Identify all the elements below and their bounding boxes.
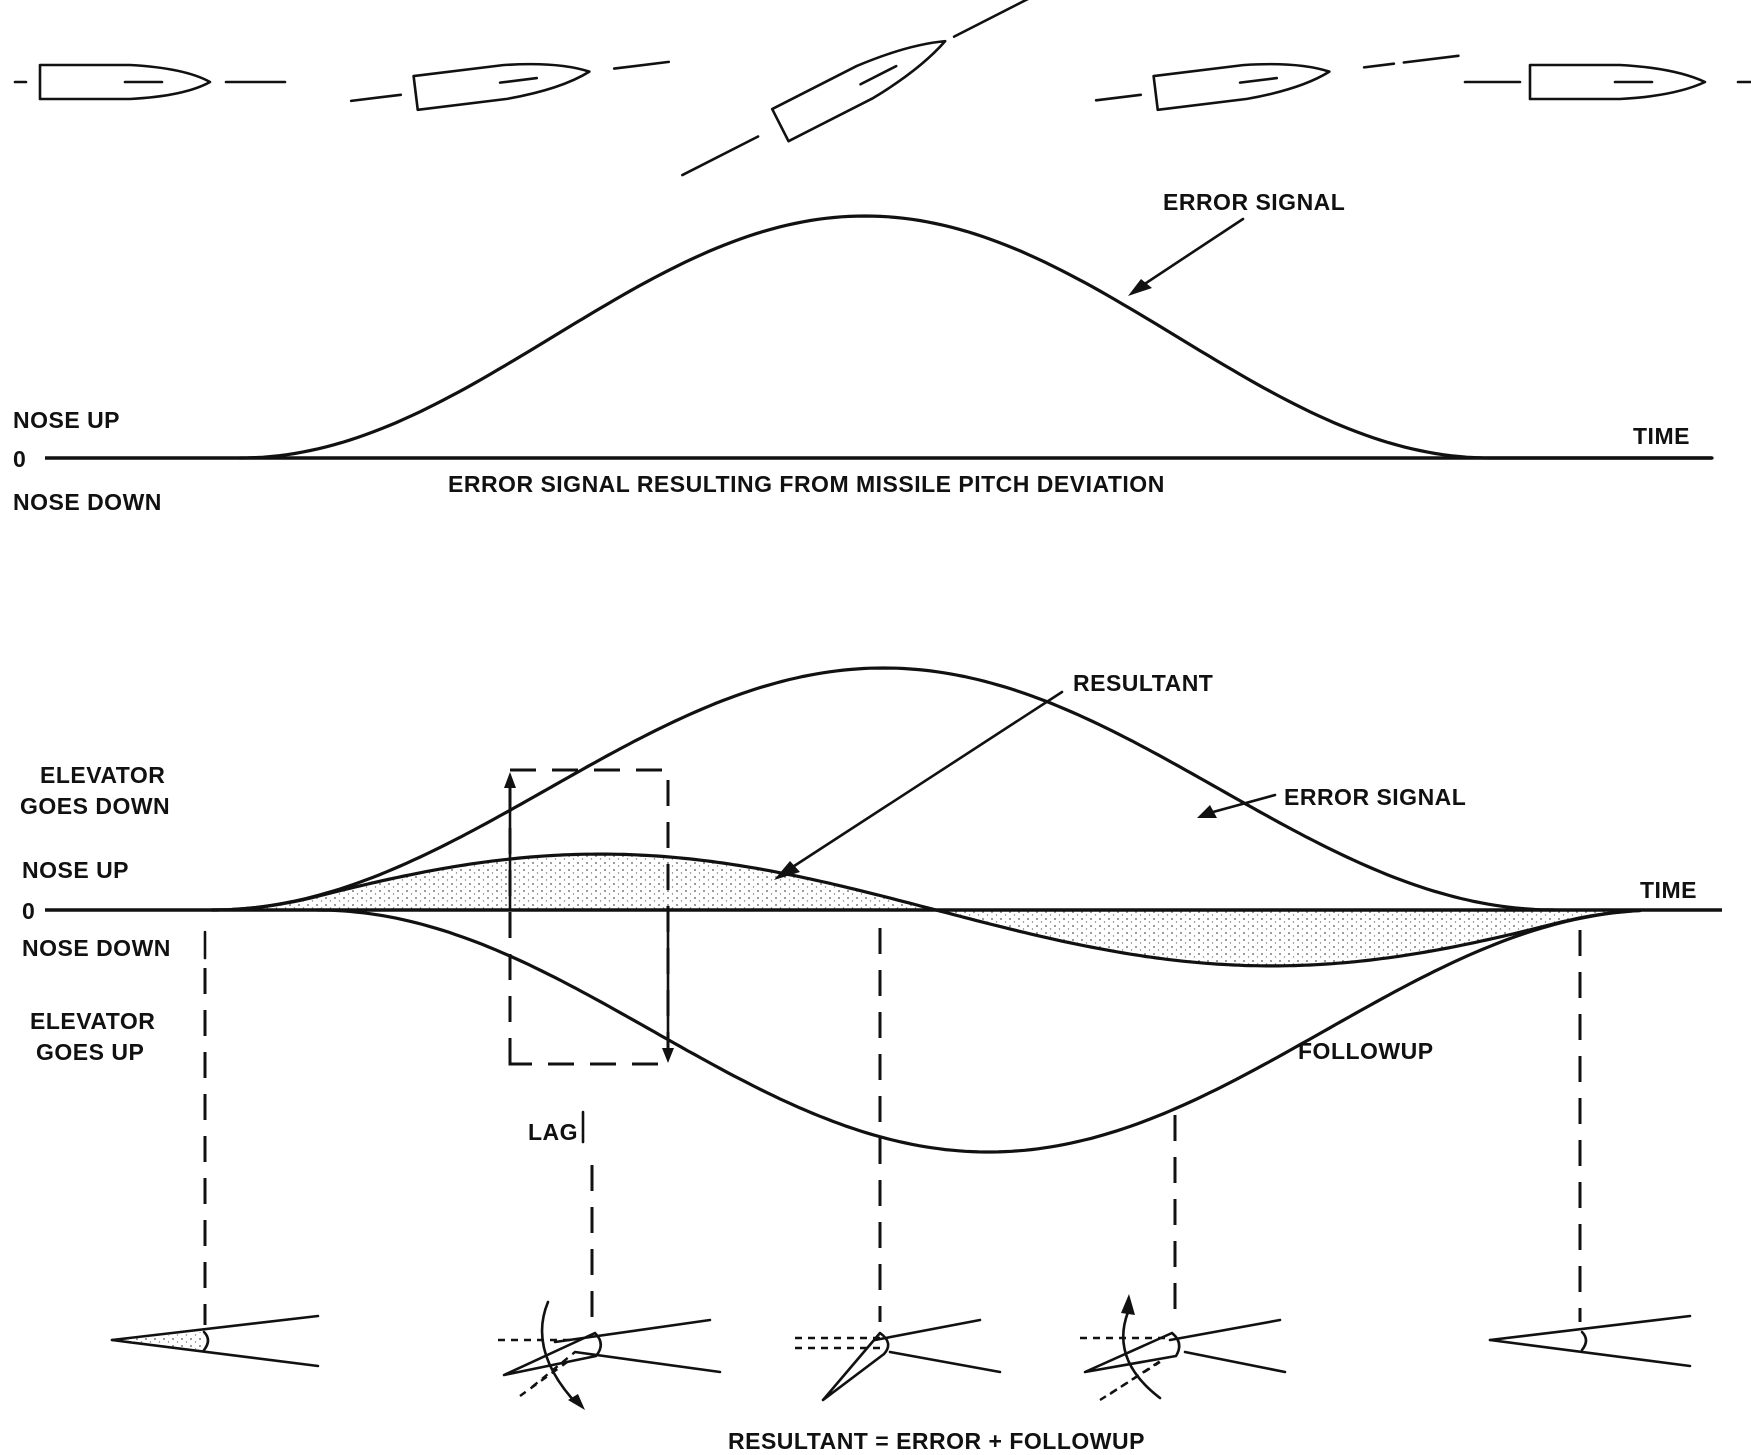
error-signal-arrowhead <box>1197 805 1217 818</box>
resultant-arrowhead <box>774 861 800 880</box>
resultant-chart: RESULTANT ERROR SIGNAL FOLLOWUP LAG TIME… <box>20 666 1722 1454</box>
resultant-positive-lobe <box>212 854 876 910</box>
elevator-moving-up <box>1080 1294 1287 1402</box>
elevator-up-label: ELEVATOR <box>30 1008 155 1034</box>
arrowhead <box>1128 279 1152 296</box>
elevator-neutral-right <box>1488 1314 1692 1368</box>
resultant-negative-lobe <box>876 894 1640 966</box>
missile-slight-up-2 <box>1094 54 1460 112</box>
followup-curve <box>315 908 1642 1154</box>
zero-label: 0 <box>13 446 26 472</box>
error-signal-curve <box>210 666 1557 912</box>
x-axis-label: TIME <box>1633 423 1690 449</box>
missile-max-up <box>681 0 1036 177</box>
resultant-label: RESULTANT <box>1073 670 1213 696</box>
resultant-leader <box>786 690 1064 872</box>
missile-slight-up-1 <box>349 60 671 112</box>
elevator-down-label: GOES DOWN <box>20 793 170 819</box>
missile-attitude-row <box>13 0 1751 177</box>
error-signal-chart: ERROR SIGNAL NOSE UP 0 NOSE DOWN TIME ER… <box>13 189 1714 515</box>
error-signal-curve <box>238 214 1714 460</box>
zero-label: 0 <box>22 898 35 924</box>
missile-level-left <box>13 63 287 101</box>
nose-down-label: NOSE DOWN <box>22 935 171 961</box>
curve-label: ERROR SIGNAL <box>1163 189 1345 215</box>
lag-label: LAG <box>528 1119 578 1145</box>
elevator-positions-row <box>110 1294 1692 1410</box>
chart-caption: RESULTANT = ERROR + FOLLOWUP <box>728 1428 1145 1454</box>
lag-box <box>508 768 670 1066</box>
elevator-down <box>795 1318 1002 1402</box>
y-positive-label: NOSE UP <box>13 407 120 433</box>
error-vector-arrowhead <box>504 772 516 788</box>
missile-level-right <box>1463 63 1751 101</box>
chart-caption: ERROR SIGNAL RESULTING FROM MISSILE PITC… <box>448 471 1165 497</box>
leader-line <box>1138 217 1245 289</box>
error-signal-leader <box>1211 793 1277 814</box>
elevator-up-label: GOES UP <box>36 1039 144 1065</box>
error-signal-label: ERROR SIGNAL <box>1284 784 1466 810</box>
elevator-neutral-left <box>110 1314 320 1368</box>
x-axis-label: TIME <box>1640 877 1697 903</box>
elevator-down-label: ELEVATOR <box>40 762 165 788</box>
y-negative-label: NOSE DOWN <box>13 489 162 515</box>
followup-vector-arrowhead <box>662 1048 674 1063</box>
elevator-moving-down <box>498 1300 722 1410</box>
resultant-curve <box>210 852 1642 968</box>
followup-label: FOLLOWUP <box>1298 1038 1434 1064</box>
nose-up-label: NOSE UP <box>22 857 129 883</box>
